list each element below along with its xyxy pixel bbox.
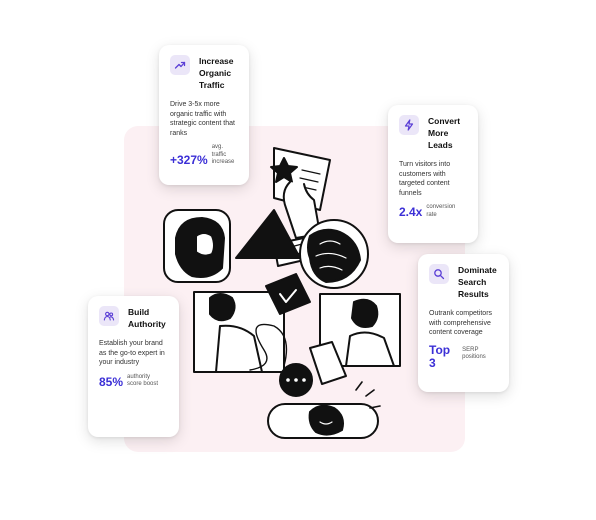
card-description: Establish your brand as the go-to expert… <box>99 340 165 366</box>
trending-up-icon <box>170 55 190 75</box>
stat-value: 85% <box>99 374 124 389</box>
card-description: Turn visitors into customers with target… <box>399 161 451 197</box>
card-title: Increase Organic Traffic <box>199 56 234 90</box>
stat-label: SERP positions <box>462 346 486 361</box>
stat-label: conversion rate <box>426 204 456 218</box>
stat-label: authority score boost <box>127 373 159 388</box>
card-increase-traffic[interactable]: Increase Organic Traffic Drive 3-5x more… <box>159 45 249 185</box>
card-convert-leads[interactable]: Convert More Leads Turn visitors into cu… <box>388 105 478 243</box>
card-build-authority[interactable]: Build Authority Establish your brand as … <box>88 296 179 437</box>
card-title: Dominate Search Results <box>458 265 497 299</box>
card-title: Convert More Leads <box>428 116 461 150</box>
stat-value: +327% <box>170 152 208 167</box>
lightning-icon <box>399 115 419 135</box>
card-title: Build Authority <box>128 307 166 329</box>
card-dominate-search[interactable]: Dominate Search Results Outrank competit… <box>418 254 509 392</box>
card-description: Drive 3-5x more organic traffic with str… <box>170 101 235 137</box>
card-description: Outrank competitors with comprehensive c… <box>429 310 493 336</box>
users-icon <box>99 306 119 326</box>
stat-label: avg. traffic increase <box>211 144 235 165</box>
search-icon <box>429 264 449 284</box>
stat-value: 2.4x <box>399 205 423 219</box>
stat-value: Top 3 <box>429 342 451 370</box>
collaboration-illustration <box>163 147 401 439</box>
